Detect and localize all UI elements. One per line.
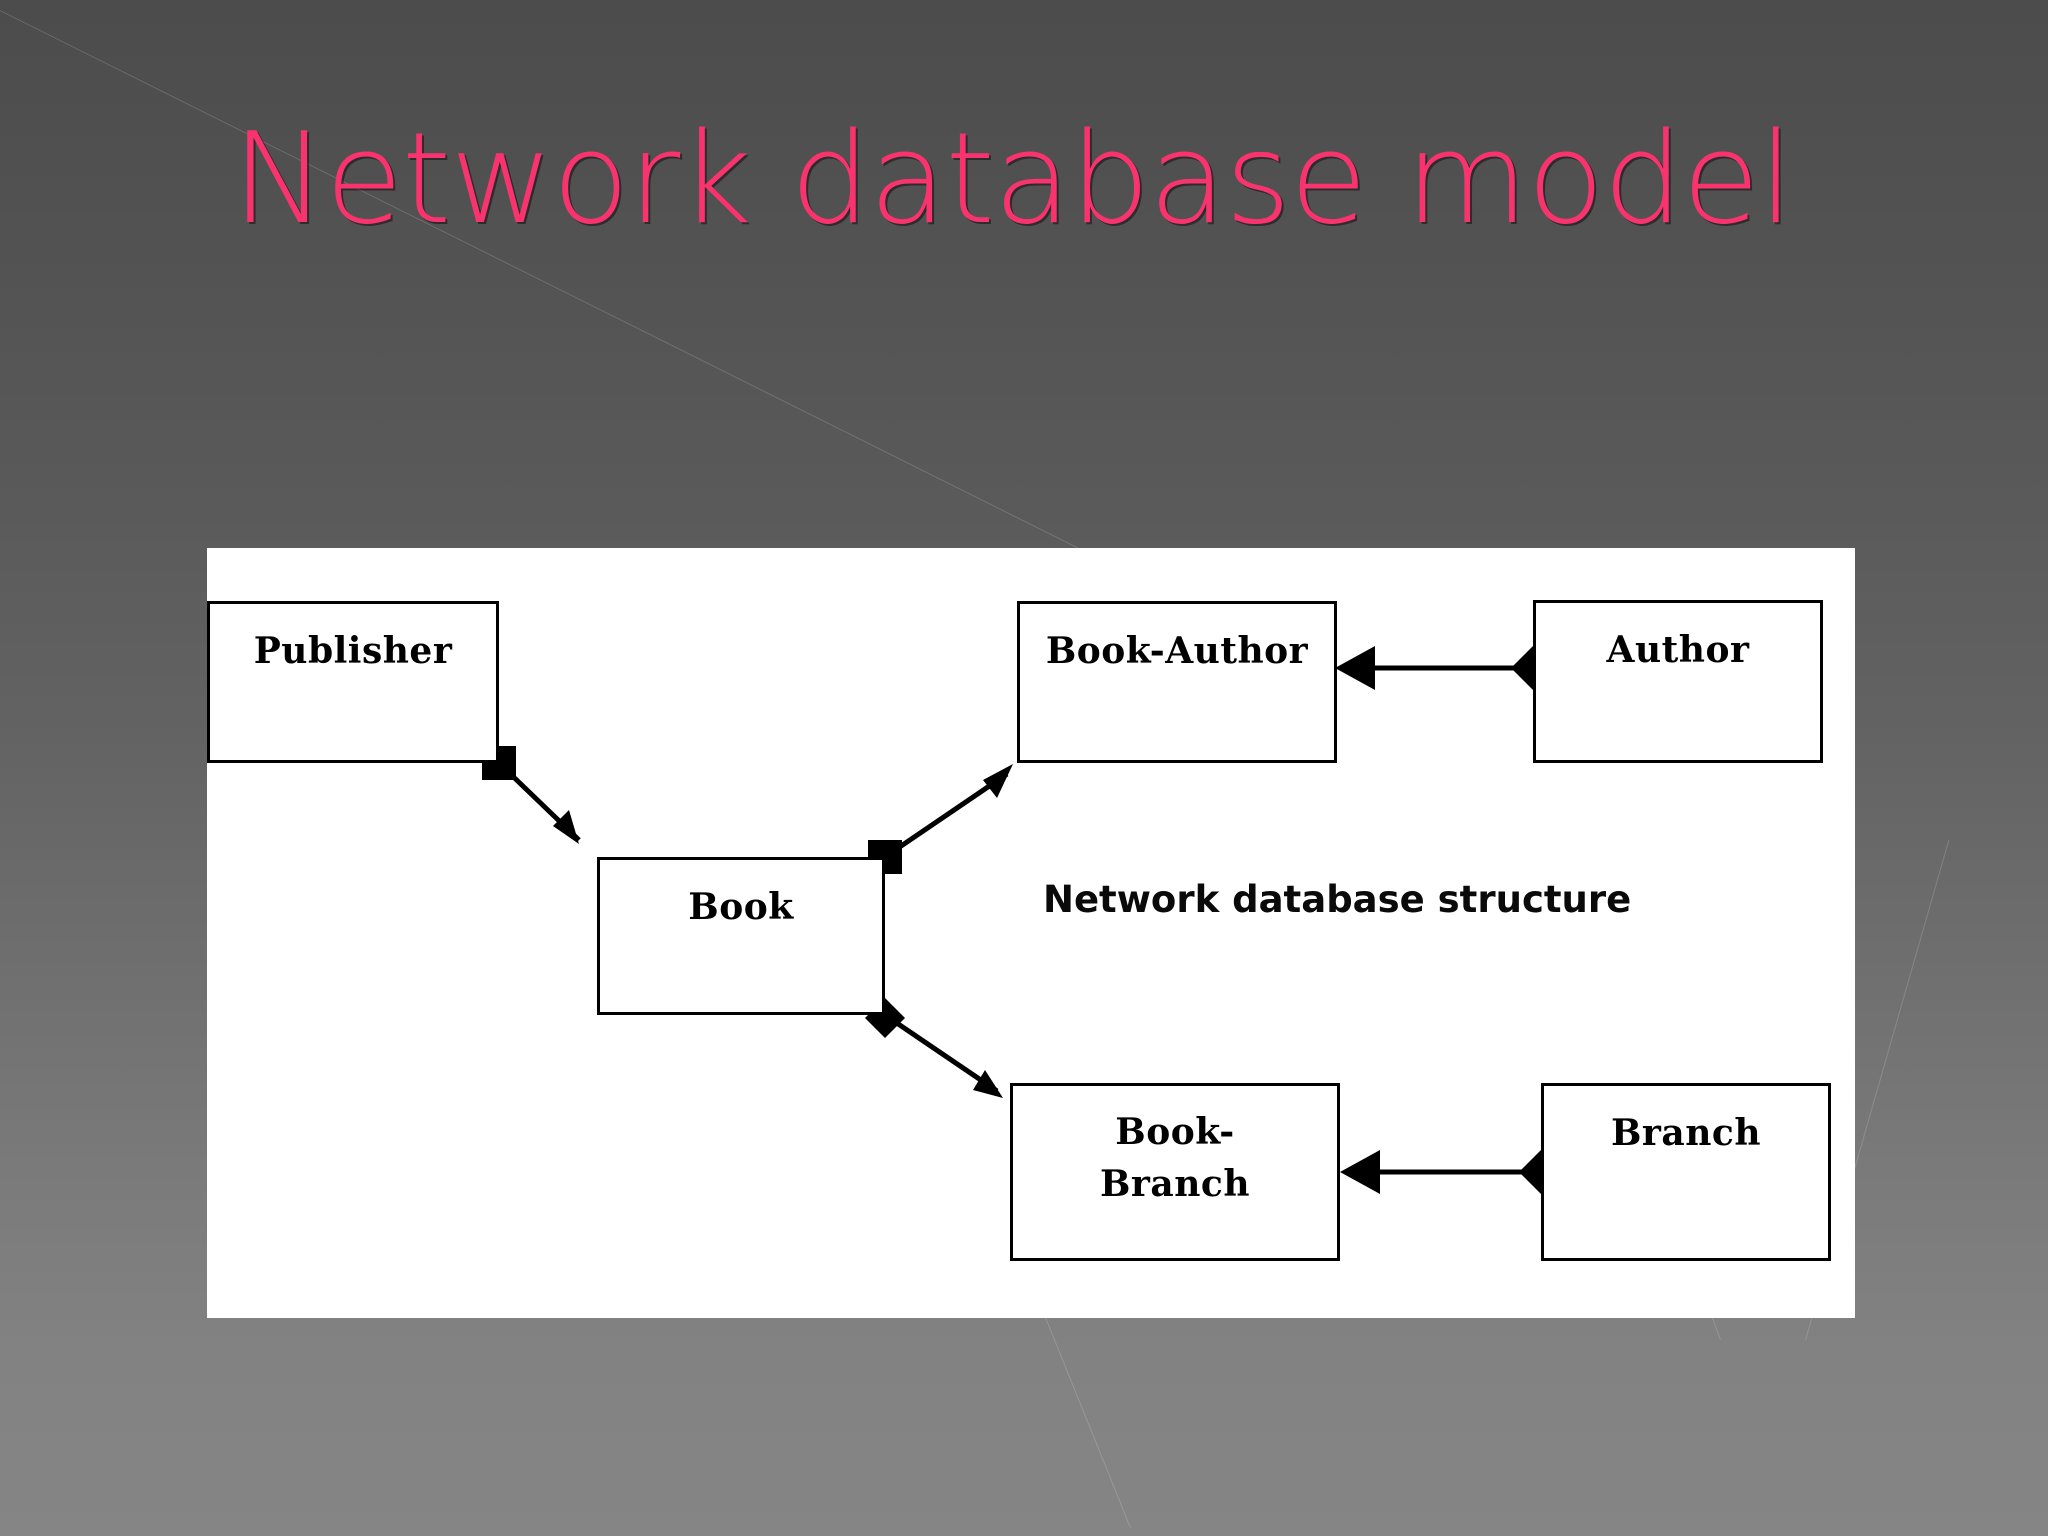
- entity-label-book-branch: Book- Branch: [1100, 1111, 1250, 1206]
- entity-box-book[interactable]: Book: [597, 857, 885, 1015]
- entity-label-book-author: Book-Author: [1045, 630, 1309, 672]
- diagram-panel: Publisher Book Book-Author Author Book- …: [207, 548, 1855, 1318]
- diagram-caption: Network database structure: [1043, 878, 1632, 921]
- arrowhead-marker-book-from-publisher: [553, 810, 579, 844]
- entity-label-branch: Branch: [1611, 1112, 1761, 1154]
- entity-label-publisher: Publisher: [253, 630, 453, 672]
- entity-box-publisher[interactable]: Publisher: [207, 601, 499, 763]
- arrowhead-marker-bookbranch-from-book: [973, 1070, 1003, 1098]
- arrowhead-marker-bookauthor-from-author: [1335, 646, 1375, 690]
- entity-box-author[interactable]: Author: [1533, 600, 1823, 763]
- connector-book-bookbranch: [883, 1012, 999, 1094]
- entity-box-book-branch[interactable]: Book- Branch: [1010, 1083, 1340, 1261]
- connector-publisher-book: [497, 761, 581, 842]
- entity-box-branch[interactable]: Branch: [1541, 1083, 1831, 1261]
- slide-title: Network database model: [232, 105, 1794, 252]
- entity-label-book: Book: [688, 886, 794, 928]
- arrowhead-marker-bookauthor-from-book: [983, 764, 1013, 798]
- connector-book-bookauthor: [883, 771, 1009, 860]
- entity-box-book-author[interactable]: Book-Author: [1017, 601, 1337, 763]
- arrowhead-marker-bookbranch-from-branch: [1340, 1150, 1380, 1194]
- entity-label-author: Author: [1606, 629, 1750, 671]
